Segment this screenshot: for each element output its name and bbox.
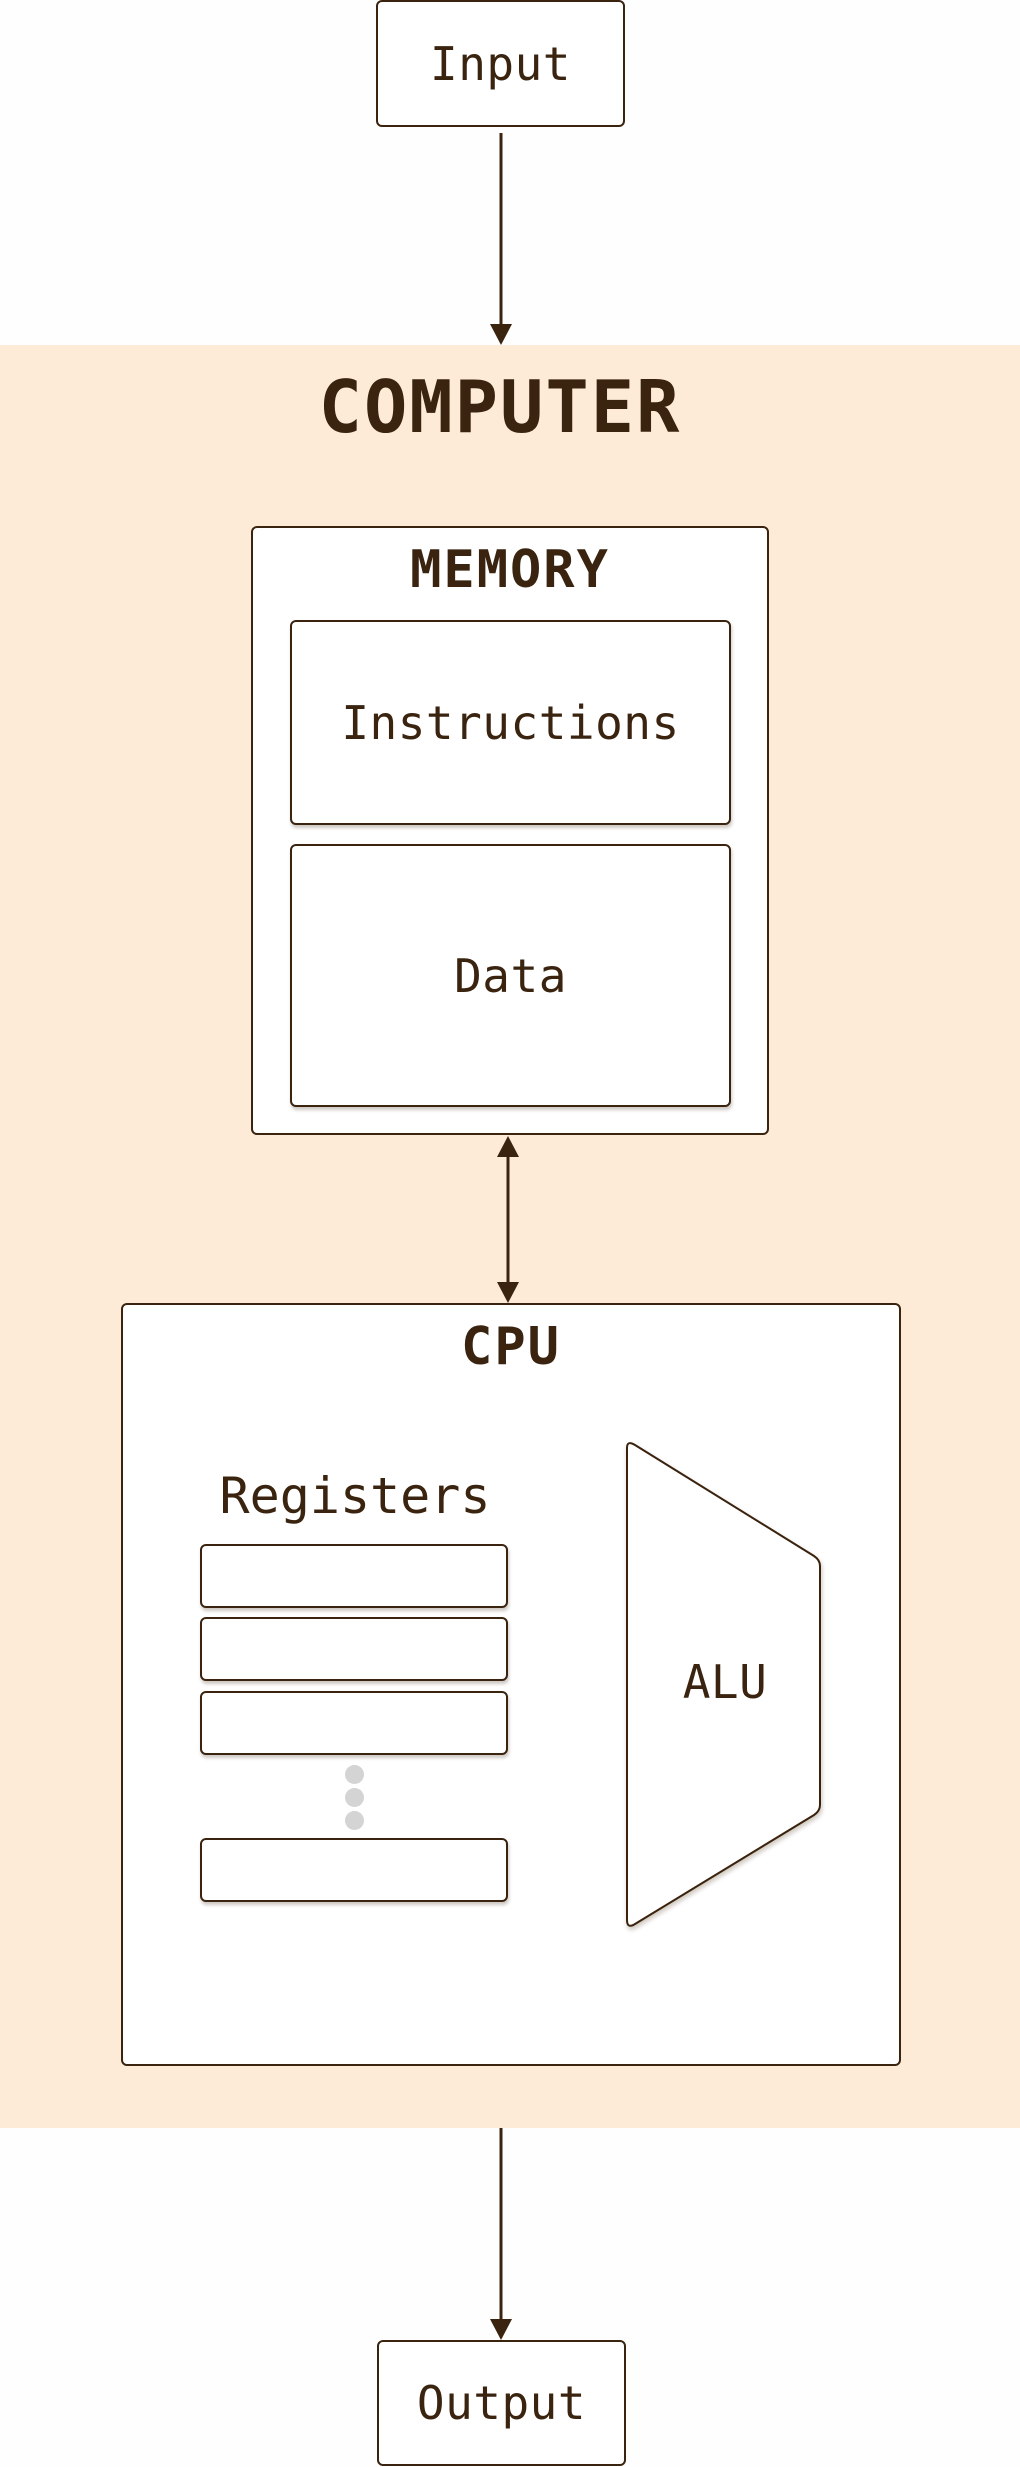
register-slot [200, 1544, 508, 1608]
cpu-title: CPU [461, 1317, 561, 1377]
alu-label: ALU [682, 1655, 768, 1709]
register-slot [200, 1691, 508, 1755]
ellipsis-dot [345, 1765, 364, 1784]
instructions-label: Instructions [341, 695, 680, 750]
output-label: Output [416, 2376, 587, 2430]
output-box: Output [377, 2340, 626, 2466]
registers-label: Registers [219, 1467, 491, 1525]
output-arrow-head [490, 2319, 512, 2340]
computer-title: COMPUTER [318, 365, 682, 449]
register-slot [200, 1838, 508, 1902]
register-slot [200, 1617, 508, 1681]
data-label: Data [454, 948, 567, 1003]
ellipsis-dot [345, 1811, 364, 1830]
instructions-box: Instructions [290, 620, 731, 825]
ellipsis-dot [345, 1788, 364, 1807]
input-label: Input [430, 36, 571, 91]
input-box: Input [376, 0, 625, 127]
memory-title: MEMORY [410, 540, 610, 600]
memory-cpu-arrow-head-down [497, 1282, 519, 1303]
input-arrow-head [490, 324, 512, 345]
memory-cpu-arrow-head-up [497, 1136, 519, 1157]
data-box: Data [290, 844, 731, 1107]
